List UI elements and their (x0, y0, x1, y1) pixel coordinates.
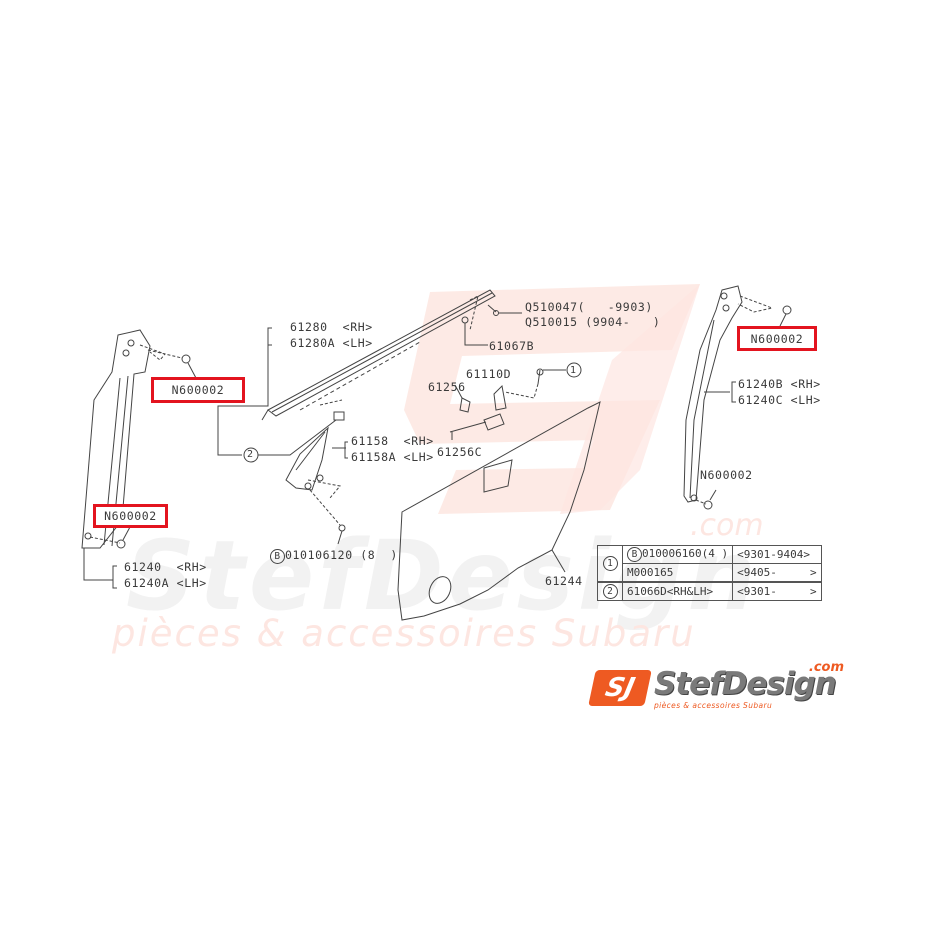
label-61110d: 61110D (466, 367, 512, 381)
logo-com: .com (808, 660, 844, 675)
label-61240b-rh: 61240B <RH> (738, 377, 821, 391)
label-61240c-lh: 61240C <LH> (738, 393, 821, 407)
watermark-com: .com (690, 508, 764, 543)
weatherstrip-drawing (217, 289, 496, 463)
period-cell: <9301- > (732, 581, 822, 601)
label-q510015: Q510015 (9904- ) (525, 315, 661, 329)
label-61244: 61244 (545, 574, 583, 588)
highlight-n600002-right-top: N600002 (737, 326, 817, 351)
label-61240a-lh: 61240A <LH> (124, 576, 207, 590)
label-61240-rh: 61240 <RH> (124, 560, 207, 574)
ref-cell: 2 (597, 581, 623, 601)
label-61256c: 61256C (437, 445, 483, 459)
label-n600002-right-bottom: N600002 (700, 468, 753, 482)
ref-cell: 1 (597, 545, 623, 583)
label-61158a-lh: 61158A <LH> (351, 450, 434, 464)
label-61280-rh: 61280 <RH> (290, 320, 373, 334)
part-cell: M000165 (621, 563, 734, 583)
table-row: 2 61066D<RH&LH> <9301- > (597, 581, 822, 601)
hardware-drawing (449, 295, 582, 440)
period-cell: <9301-9404> (732, 545, 822, 564)
watermark-tagline: pièces & accessoires Subaru (112, 612, 696, 655)
label-61280a-lh: 61280A <LH> (290, 336, 373, 350)
right-sash-drawing (683, 285, 792, 510)
logo-monogram-icon: SJ (588, 670, 652, 706)
stefdesign-logo: SJ StefDesign .com pièces & accessoires … (588, 660, 848, 714)
callout-circle-1: 1 (570, 365, 577, 376)
highlight-n600002-left-bottom: N600002 (93, 504, 168, 528)
label-61158-rh: 61158 <RH> (351, 434, 434, 448)
logo-wordmark: StefDesign (654, 666, 837, 702)
front-sash-drawing (285, 426, 348, 545)
table-row: M000165 <9405- > (598, 563, 822, 583)
label-q510047: Q510047( -9903) (525, 300, 653, 314)
label-61256: 61256 (428, 380, 466, 394)
door-panel-drawing (397, 401, 601, 621)
left-sash-drawing (81, 329, 197, 589)
period-cell: <9405- > (732, 563, 822, 583)
label-010106120: 010106120 (8 ) (285, 548, 398, 562)
label-61067b: 61067B (489, 339, 535, 353)
bolt-b-badge: B (270, 549, 285, 564)
logo-tagline: pièces & accessoires Subaru (654, 701, 773, 710)
highlight-n600002-left-top: N600002 (151, 377, 245, 403)
callout-circle-2: 2 (247, 449, 254, 460)
part-cell: 61066D<RH&LH> (621, 581, 734, 601)
